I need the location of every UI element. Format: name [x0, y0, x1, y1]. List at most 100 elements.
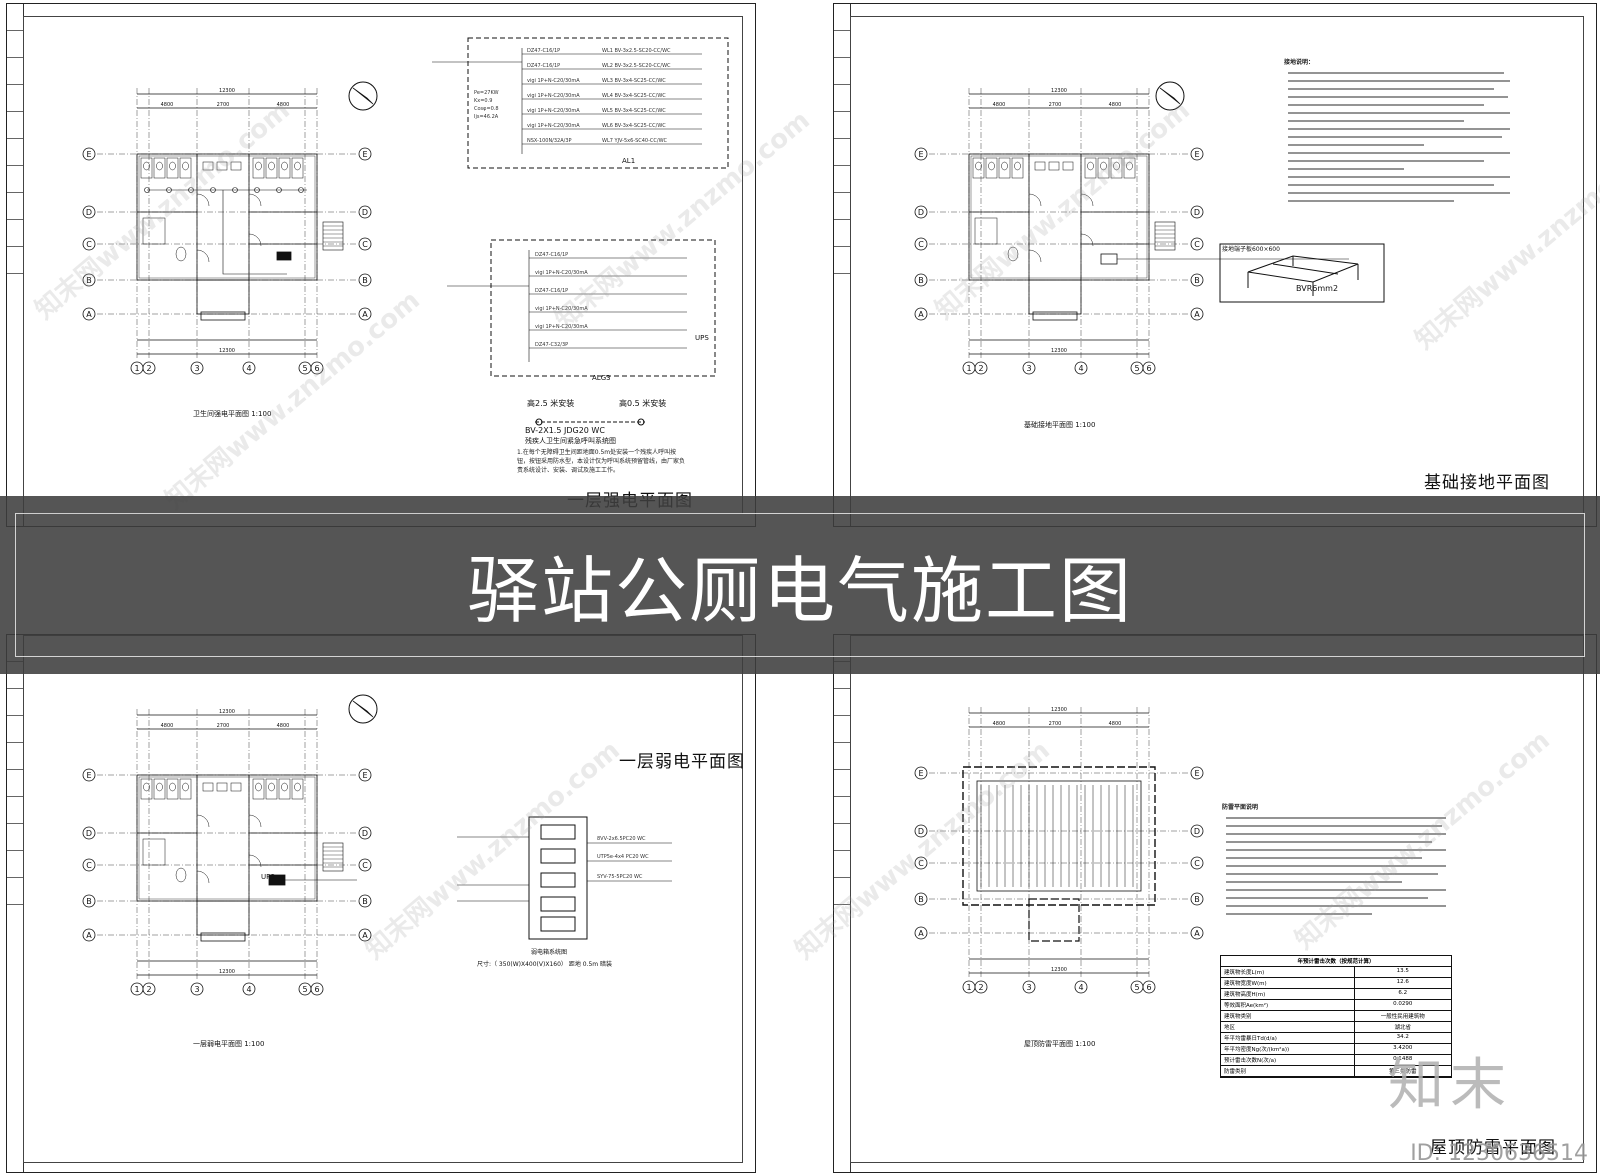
table-cell-value: 0.0290	[1393, 1001, 1413, 1007]
svg-text:vigi 1P+N-C20/30mA: vigi 1P+N-C20/30mA	[535, 324, 588, 330]
toilet-fixture	[1001, 161, 1008, 171]
grid-label: 3	[194, 364, 199, 373]
svg-text:SYV-75-5PC20 WC: SYV-75-5PC20 WC	[597, 874, 643, 880]
grid-label: E	[918, 150, 923, 159]
ups-label: UPS	[261, 873, 275, 881]
svg-text:DZ47-C16/1P: DZ47-C16/1P	[527, 63, 560, 69]
dimension-label: 2700	[217, 102, 230, 108]
sheet-title: 基础接地平面图	[1424, 473, 1550, 493]
grid-label: C	[86, 861, 92, 870]
door-swing	[248, 193, 262, 207]
grid-label: B	[86, 276, 92, 285]
height-label-a: 高2.5 米安装	[527, 399, 575, 408]
grid-label: 5	[302, 985, 307, 994]
grid-bubble	[82, 205, 96, 219]
dimension-label: 12300	[219, 88, 235, 94]
svg-text:WL2 BV-3x2.5-SC20-CC/WC: WL2 BV-3x2.5-SC20-CC/WC	[602, 63, 671, 69]
plan-caption: 基础接地平面图 1:100	[1024, 421, 1096, 429]
notes-text-lines	[1288, 72, 1510, 202]
door-swing	[1028, 249, 1042, 263]
svg-text:vigi 1P+N-C20/30mA: vigi 1P+N-C20/30mA	[527, 108, 580, 114]
grid-bubble	[358, 894, 372, 908]
grid-bubble	[1142, 361, 1156, 375]
wire-label: BVR6mm2	[1296, 284, 1339, 293]
grid-label: D	[362, 208, 368, 217]
dimension-label: 12300	[1051, 707, 1067, 713]
grid-label: E	[362, 771, 367, 780]
plan-caption: 屋顶防雷平面图 1:100	[1024, 1040, 1096, 1048]
toilet-fixture	[975, 161, 982, 171]
toilet-stall	[252, 157, 265, 179]
toilet-fixture	[1113, 161, 1120, 171]
north-arrow-icon	[348, 81, 378, 111]
grid-label: 2	[978, 364, 983, 373]
dimension-label: 12300	[1051, 967, 1067, 973]
svg-text:DZ47-C32/3P: DZ47-C32/3P	[535, 342, 568, 348]
toilet-fixture	[182, 161, 189, 171]
grid-label: 2	[146, 364, 151, 373]
grid-bubble	[310, 361, 324, 375]
table-cell-label: 建筑物宽度W(m)	[1221, 978, 1355, 988]
grid-label: 2	[146, 985, 151, 994]
grid-bubble	[1190, 147, 1204, 161]
grid-bubble	[358, 307, 372, 321]
grid-bubble	[1190, 892, 1204, 906]
dimension-label: 2700	[217, 723, 230, 729]
svg-text:WL4 BV-3x4-SC25-CC/WC: WL4 BV-3x4-SC25-CC/WC	[602, 93, 666, 99]
grid-bubble	[82, 928, 96, 942]
toilet-stall	[265, 157, 278, 179]
table-row: 年平均雷暴日Td(d/a)34.2	[1221, 1033, 1451, 1044]
grid-bubble	[914, 273, 928, 287]
grid-bubble	[190, 361, 204, 375]
grid-label: 6	[1146, 364, 1151, 373]
grid-bubble	[914, 766, 928, 780]
sheet-title: 一层弱电平面图	[619, 752, 745, 772]
grid-label: 5	[1134, 983, 1139, 992]
site-logo: 知末	[1388, 1053, 1512, 1118]
lightning-conductor	[962, 766, 1156, 906]
table-row: 预计雷击次数N(次/a)0.1488	[1221, 1055, 1451, 1066]
grounding-box	[1100, 253, 1118, 265]
grid-bubble	[1022, 361, 1036, 375]
dimension-label: 4800	[277, 723, 290, 729]
grid-bubble	[82, 894, 96, 908]
grid-label: D	[362, 829, 368, 838]
grid-label: 1	[966, 983, 971, 992]
grid-label: C	[1194, 859, 1200, 868]
grid-bubble	[974, 980, 988, 994]
grid-bubble	[1142, 980, 1156, 994]
table-cell-value: 湖北省	[1394, 1025, 1412, 1031]
grid-label: E	[1194, 769, 1199, 778]
lightning-notes: 防雷平面说明	[1222, 803, 1452, 935]
toilet-fixture	[1007, 246, 1019, 262]
entrance-step	[200, 932, 246, 942]
table-row: 年平均密度Ng(次/(km²a))3.4200	[1221, 1044, 1451, 1055]
lightning-conductor	[1028, 898, 1080, 942]
grid-bubble	[242, 361, 256, 375]
toilet-stall	[166, 778, 179, 800]
table-cell-label: 建筑物长度L(m)	[1221, 967, 1355, 977]
stair	[322, 842, 344, 872]
grid-label: 1	[134, 985, 139, 994]
notes-title: 接地说明：	[1284, 59, 1315, 66]
door-swing	[248, 814, 262, 828]
accessible-toilet	[142, 217, 166, 245]
svg-text:WL3 BV-3x4-SC25-CC/WC: WL3 BV-3x4-SC25-CC/WC	[602, 78, 666, 84]
table-row: 地区湖北省	[1221, 1022, 1451, 1033]
grid-label: D	[86, 208, 92, 217]
grid-bubble	[82, 307, 96, 321]
toilet-stall	[1123, 157, 1136, 179]
grid-label: B	[86, 897, 92, 906]
grid-label: A	[1194, 929, 1200, 938]
toilet-stall	[179, 778, 192, 800]
grid-bubble	[82, 826, 96, 840]
title-banner: 驿站公厕电气施工图	[0, 496, 1600, 674]
toilet-stall	[972, 157, 985, 179]
grid-label: 4	[246, 985, 251, 994]
stair	[322, 221, 344, 251]
svg-text:Cosφ=0.8: Cosφ=0.8	[474, 106, 499, 112]
